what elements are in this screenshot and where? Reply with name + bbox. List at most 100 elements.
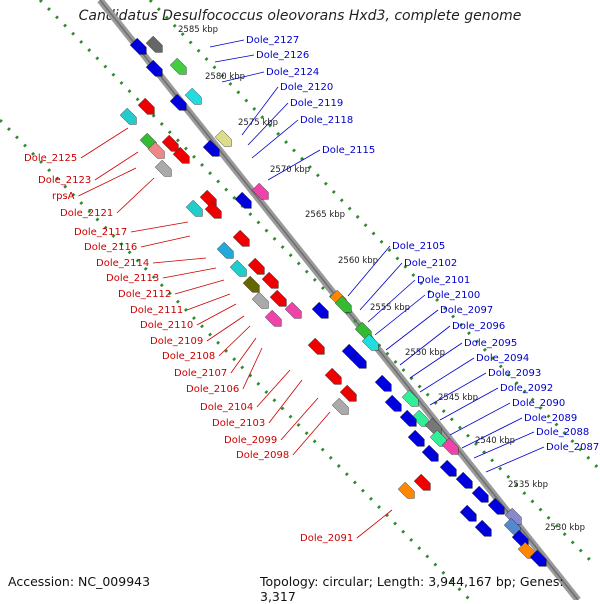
gene-block-64 — [474, 519, 492, 537]
reverse-gene-label: Dole_2123 — [38, 175, 91, 186]
reverse-gene-label: Dole_2125 — [24, 153, 77, 164]
accession-label: Accession: NC_009943 — [8, 574, 151, 589]
forward-gene-label: Dole_2090 — [512, 398, 565, 409]
gene-block-48 — [441, 437, 459, 455]
reverse-leader-line — [218, 325, 251, 357]
reverse-gene-label: Dole_2121 — [60, 208, 113, 219]
gene-block-52 — [439, 459, 457, 477]
gene-block-51 — [421, 444, 439, 462]
gene-block-30 — [264, 309, 282, 327]
gene-block-12 — [172, 146, 190, 164]
kbp-tick-label: 2580 kbp — [205, 72, 245, 82]
forward-gene-label: Dole_2100 — [427, 290, 480, 301]
reverse-leader-line — [268, 379, 303, 424]
reverse-gene-label: Dole_2113 — [106, 273, 159, 284]
map-title: Candidatus Desulfococcus oleovorans Hxd3… — [78, 8, 522, 24]
reverse-gene-label: Dole_2107 — [174, 368, 227, 379]
kbp-tick-label: 2570 kbp — [270, 165, 310, 175]
gene-block-20 — [204, 201, 222, 219]
gene-block-41 — [331, 397, 349, 415]
forward-gene-label: Dole_2126 — [256, 50, 309, 61]
reverse-leader-line — [186, 293, 231, 311]
reverse-gene-label: Dole_2116 — [84, 242, 137, 253]
forward-leader-line — [449, 402, 511, 436]
reverse-gene-label: Dole_2111 — [130, 305, 183, 316]
forward-gene-label: Dole_2094 — [476, 353, 529, 364]
reverse-gene-label: Dole_2104 — [200, 402, 253, 413]
gene-block-43 — [384, 394, 402, 412]
gene-block-31 — [307, 337, 325, 355]
gene-block-28 — [269, 289, 287, 307]
forward-leader-line — [241, 86, 279, 136]
forward-leader-line — [439, 387, 499, 421]
reverse-gene-label: Dole_2108 — [162, 351, 215, 362]
reverse-leader-line — [78, 167, 137, 197]
forward-leader-line — [251, 119, 299, 159]
kbp-tick-label: 2575 kbp — [238, 118, 278, 128]
kbp-tick-label: 2560 kbp — [338, 256, 378, 266]
reverse-leader-line — [230, 337, 257, 374]
forward-gene-label: Dole_2127 — [246, 35, 299, 46]
forward-leader-line — [267, 149, 321, 181]
reverse-gene-label: Dole_2106 — [186, 384, 239, 395]
tick-dot-line-1 — [38, 0, 592, 562]
forward-gene-label: Dole_2115 — [322, 145, 375, 156]
gene-features — [119, 35, 547, 567]
gene-block-14 — [202, 139, 220, 157]
gene-block-24 — [247, 257, 265, 275]
forward-leader-line — [209, 39, 245, 48]
gene-block-17 — [251, 182, 269, 200]
reverse-leader-line — [80, 127, 129, 159]
forward-leader-line — [419, 357, 475, 393]
gene-block-18 — [185, 199, 203, 217]
gene-block-63 — [459, 504, 477, 522]
gene-block-44 — [401, 389, 419, 407]
reverse-leader-line — [174, 279, 225, 295]
gene-block-7 — [119, 107, 137, 125]
gene-block-3 — [145, 59, 163, 77]
reverse-gene-label: Dole_2109 — [150, 336, 203, 347]
reverse-gene-label: Dole_2099 — [224, 435, 277, 446]
reverse-leader-line — [356, 509, 393, 539]
reverse-leader-line — [292, 411, 331, 456]
reverse-gene-label: Dole_2091 — [300, 533, 353, 544]
reverse-leader-line — [256, 369, 291, 408]
forward-gene-label: Dole_2095 — [464, 338, 517, 349]
gene-block-59 — [517, 541, 535, 559]
gene-block-42 — [374, 374, 392, 392]
gene-block-40 — [339, 384, 357, 402]
forward-gene-label: Dole_2096 — [452, 321, 505, 332]
forward-gene-labels: Dole_2127Dole_2126Dole_2124Dole_2120Dole… — [209, 35, 599, 473]
forward-leader-line — [347, 245, 391, 297]
reverse-gene-label: Dole_2114 — [96, 258, 149, 269]
forward-gene-label: Dole_2093 — [488, 368, 541, 379]
gene-block-26 — [261, 271, 279, 289]
forward-leader-line — [399, 325, 451, 366]
reverse-leader-line — [140, 235, 191, 248]
forward-leader-line — [247, 102, 289, 146]
gene-block-29 — [284, 301, 302, 319]
gene-block-8 — [137, 97, 155, 115]
gene-block-27 — [251, 291, 269, 309]
gene-block-2 — [129, 37, 147, 55]
forward-leader-line — [221, 71, 265, 83]
forward-gene-label: Dole_2087 — [546, 442, 599, 453]
gene-block-25 — [242, 275, 260, 293]
reverse-leader-line — [152, 257, 207, 264]
forward-gene-label: Dole_2105 — [392, 241, 445, 252]
forward-gene-label: Dole_2088 — [536, 427, 589, 438]
reverse-leader-line — [196, 303, 237, 326]
gene-block-49 — [399, 409, 417, 427]
reverse-gene-label: Dole_2117 — [74, 227, 127, 238]
reverse-gene-label: Dole_2103 — [212, 418, 265, 429]
reverse-leader-line — [162, 267, 217, 279]
gene-block-62 — [413, 473, 431, 491]
forward-gene-label: Dole_2118 — [300, 115, 353, 126]
gene-block-15 — [214, 129, 232, 147]
reverse-gene-label: Dole_2098 — [236, 450, 289, 461]
gene-block-23 — [229, 259, 247, 277]
tick-dot-line-2 — [0, 118, 472, 600]
